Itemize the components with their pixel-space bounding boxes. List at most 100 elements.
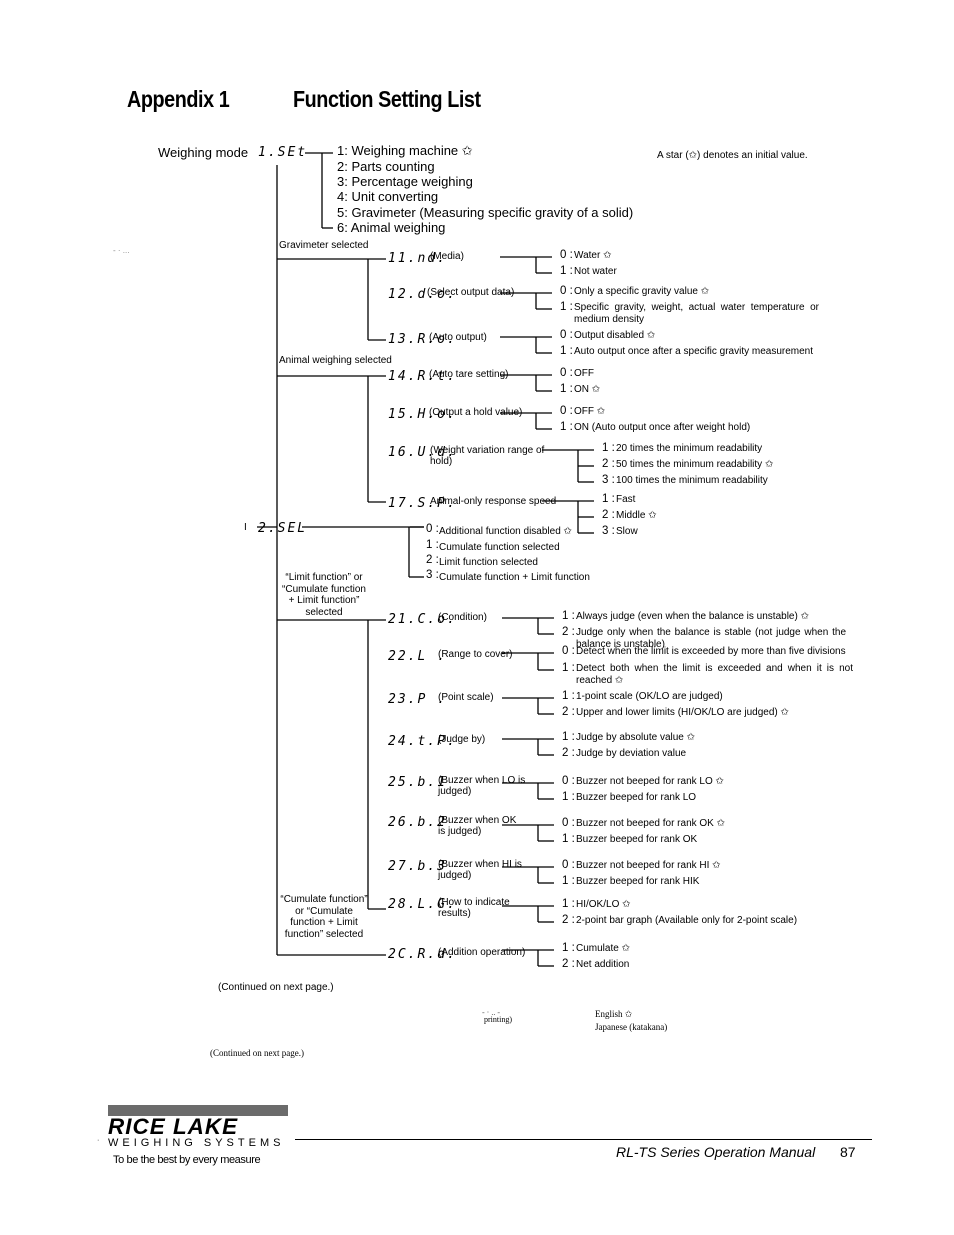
logo-bar: [108, 1105, 288, 1116]
f21-code: 21.C.o.: [388, 612, 457, 627]
f16-o3-num: 3 :: [602, 474, 615, 486]
gravimeter-selected-label: Gravimeter selected: [279, 240, 369, 251]
continued-note: (Continued on next page.): [218, 982, 334, 993]
f14-code: 14.R.t.: [388, 369, 457, 384]
f15-o1-num: 1 :: [560, 421, 573, 433]
f15-desc: (Output a hold value): [429, 407, 523, 418]
f11-o1: Not water: [574, 266, 617, 277]
cumulate-selected-label: “Cumulate function” or “Cumulate functio…: [280, 894, 368, 940]
f27-o0-num: 0 :: [562, 859, 575, 871]
f13-o1-num: 1 :: [560, 345, 573, 357]
f2-opt2-num: 2 :: [426, 554, 439, 566]
f24-o2-num: 2 :: [562, 747, 575, 759]
f28-o2: 2-point bar graph (Available only for 2-…: [576, 915, 798, 926]
page-number: 87: [840, 1144, 856, 1160]
f14-o0: OFF: [574, 368, 594, 379]
f22-o0-num: 0 :: [562, 645, 575, 657]
f22-o1-num: 1 :: [562, 662, 575, 674]
f13-o0-num: 0 :: [560, 329, 573, 341]
f21-o2: Judge only when the balance is stable (n…: [576, 627, 846, 650]
f25-o0: Buzzer not beeped for rank LO ✩: [576, 776, 724, 787]
f2c-desc: (Addition operation): [438, 947, 526, 958]
f14-o0-num: 0 :: [560, 367, 573, 379]
f17-o2: Middle ✩: [616, 510, 657, 521]
f22-code: 22.L .: [388, 649, 447, 664]
f2-opt1: Cumulate function selected: [439, 542, 560, 553]
f17-o1: Fast: [616, 494, 636, 505]
f11-o0-num: 0 :: [560, 249, 573, 261]
f28-o2-num: 2 :: [562, 914, 575, 926]
f25-o1-num: 1 :: [562, 791, 575, 803]
f24-o1-num: 1 :: [562, 731, 575, 743]
f26-o0: Buzzer not beeped for rank OK ✩: [576, 818, 726, 829]
f23-o1: 1-point scale (OK/LO are judged): [576, 691, 723, 702]
ghost-continued: (Continued on next page.): [210, 1048, 304, 1058]
f28-o1: HI/OK/LO ✩: [576, 899, 631, 910]
f12-o0-num: 0 :: [560, 285, 573, 297]
f16-o3: 100 times the minimum readability: [616, 475, 768, 486]
f15-code: 15.H.o.: [388, 407, 457, 422]
f13-o1: Auto output once after a specific gravit…: [574, 346, 814, 357]
weighing-mode-option-4: 4: Unit converting: [337, 189, 439, 204]
f2c-o1-num: 1 :: [562, 942, 575, 954]
f16-o1-num: 1 :: [602, 442, 615, 454]
weighing-mode-option-1: 1: Weighing machine ✩: [337, 143, 473, 158]
ghost-printing: printing): [484, 1015, 512, 1024]
f14-desc: (Auto tare setting): [429, 369, 509, 380]
f17-o2-num: 2 :: [602, 509, 615, 521]
f2-opt3-num: 3 :: [426, 569, 439, 581]
f17-desc: Animal-only response speed: [430, 496, 557, 507]
f11-code: 11.nd.: [388, 251, 447, 266]
f26-code: 26.b.2: [388, 815, 447, 830]
f25-code: 25.b.1: [388, 775, 447, 790]
f25-o1: Buzzer beeped for rank LO: [576, 792, 697, 803]
weighing-mode-option-3: 3: Percentage weighing: [337, 174, 473, 189]
f27-o1-num: 1 :: [562, 875, 575, 887]
f26-o1: Buzzer beeped for rank OK: [576, 834, 698, 845]
manual-title: RL-TS Series Operation Manual: [616, 1144, 816, 1160]
limit-selected-label: “Limit function” or “Cumulate function +…: [282, 572, 366, 618]
f13-desc: (Auto output): [429, 332, 487, 343]
f12-o1: Specific gravity, weight, actual water t…: [574, 302, 819, 325]
f2-opt2: Limit function selected: [439, 557, 538, 568]
f24-o1: Judge by absolute value ✩: [576, 732, 696, 743]
f13-code: 13.R.o.: [388, 332, 457, 347]
ghost-english: English ✩: [595, 1009, 633, 1019]
weighing-mode-option-5: 5: Gravimeter (Measuring specific gravit…: [337, 205, 634, 220]
f11-o1-num: 1 :: [560, 265, 573, 277]
f11-desc: (Media): [430, 251, 464, 262]
f23-code: 23.P .: [388, 692, 447, 707]
animal-selected-label: Animal weighing selected: [279, 355, 392, 366]
f15-o1: ON (Auto output once after weight hold): [574, 422, 751, 433]
f15-o0: OFF ✩: [574, 406, 606, 417]
f12-desc: (Select output data): [427, 287, 515, 298]
f2-opt1-num: 1 :: [426, 539, 439, 551]
f22-desc: (Range to cover): [438, 649, 513, 660]
appendix-label: Appendix 1: [127, 86, 230, 112]
f2-opt0-num: 0 :: [426, 523, 439, 535]
f17-o1-num: 1 :: [602, 493, 615, 505]
f26-o1-num: 1 :: [562, 833, 575, 845]
f2-opt3: Cumulate function + Limit function: [439, 572, 590, 583]
f28-o1-num: 1 :: [562, 898, 575, 910]
f26-desc: (Buzzer when OK is judged): [438, 815, 517, 837]
f13-o0: Output disabled ✩: [574, 330, 656, 341]
function-2-code: 2.SEL: [258, 521, 308, 536]
f21-o1: Always judge (even when the balance is u…: [576, 611, 809, 622]
f16-o2-num: 2 :: [602, 458, 615, 470]
weighing-mode-option-2: 2: Parts counting: [337, 159, 435, 174]
weighing-mode-option-6: 6: Animal weighing: [337, 220, 446, 235]
f22-o1: Detect both when the limit is exceeded a…: [576, 663, 853, 686]
f22-o0: Detect when the limit is exceeded by mor…: [576, 646, 846, 657]
f2-opt0: Additional function disabled ✩: [439, 526, 572, 537]
f16-o2: 50 times the minimum readability ✩: [616, 459, 774, 470]
f24-code: 24.t.P.: [388, 734, 457, 749]
f27-code: 27.b.3: [388, 859, 447, 874]
f25-o0-num: 0 :: [562, 775, 575, 787]
f23-desc: (Point scale): [438, 692, 494, 703]
f16-code: 16.U.d.: [388, 445, 457, 460]
f28-code: 28.L.G.: [388, 897, 457, 912]
f2c-o1: Cumulate ✩: [576, 943, 630, 954]
f17-o3-num: 3 :: [602, 525, 615, 537]
